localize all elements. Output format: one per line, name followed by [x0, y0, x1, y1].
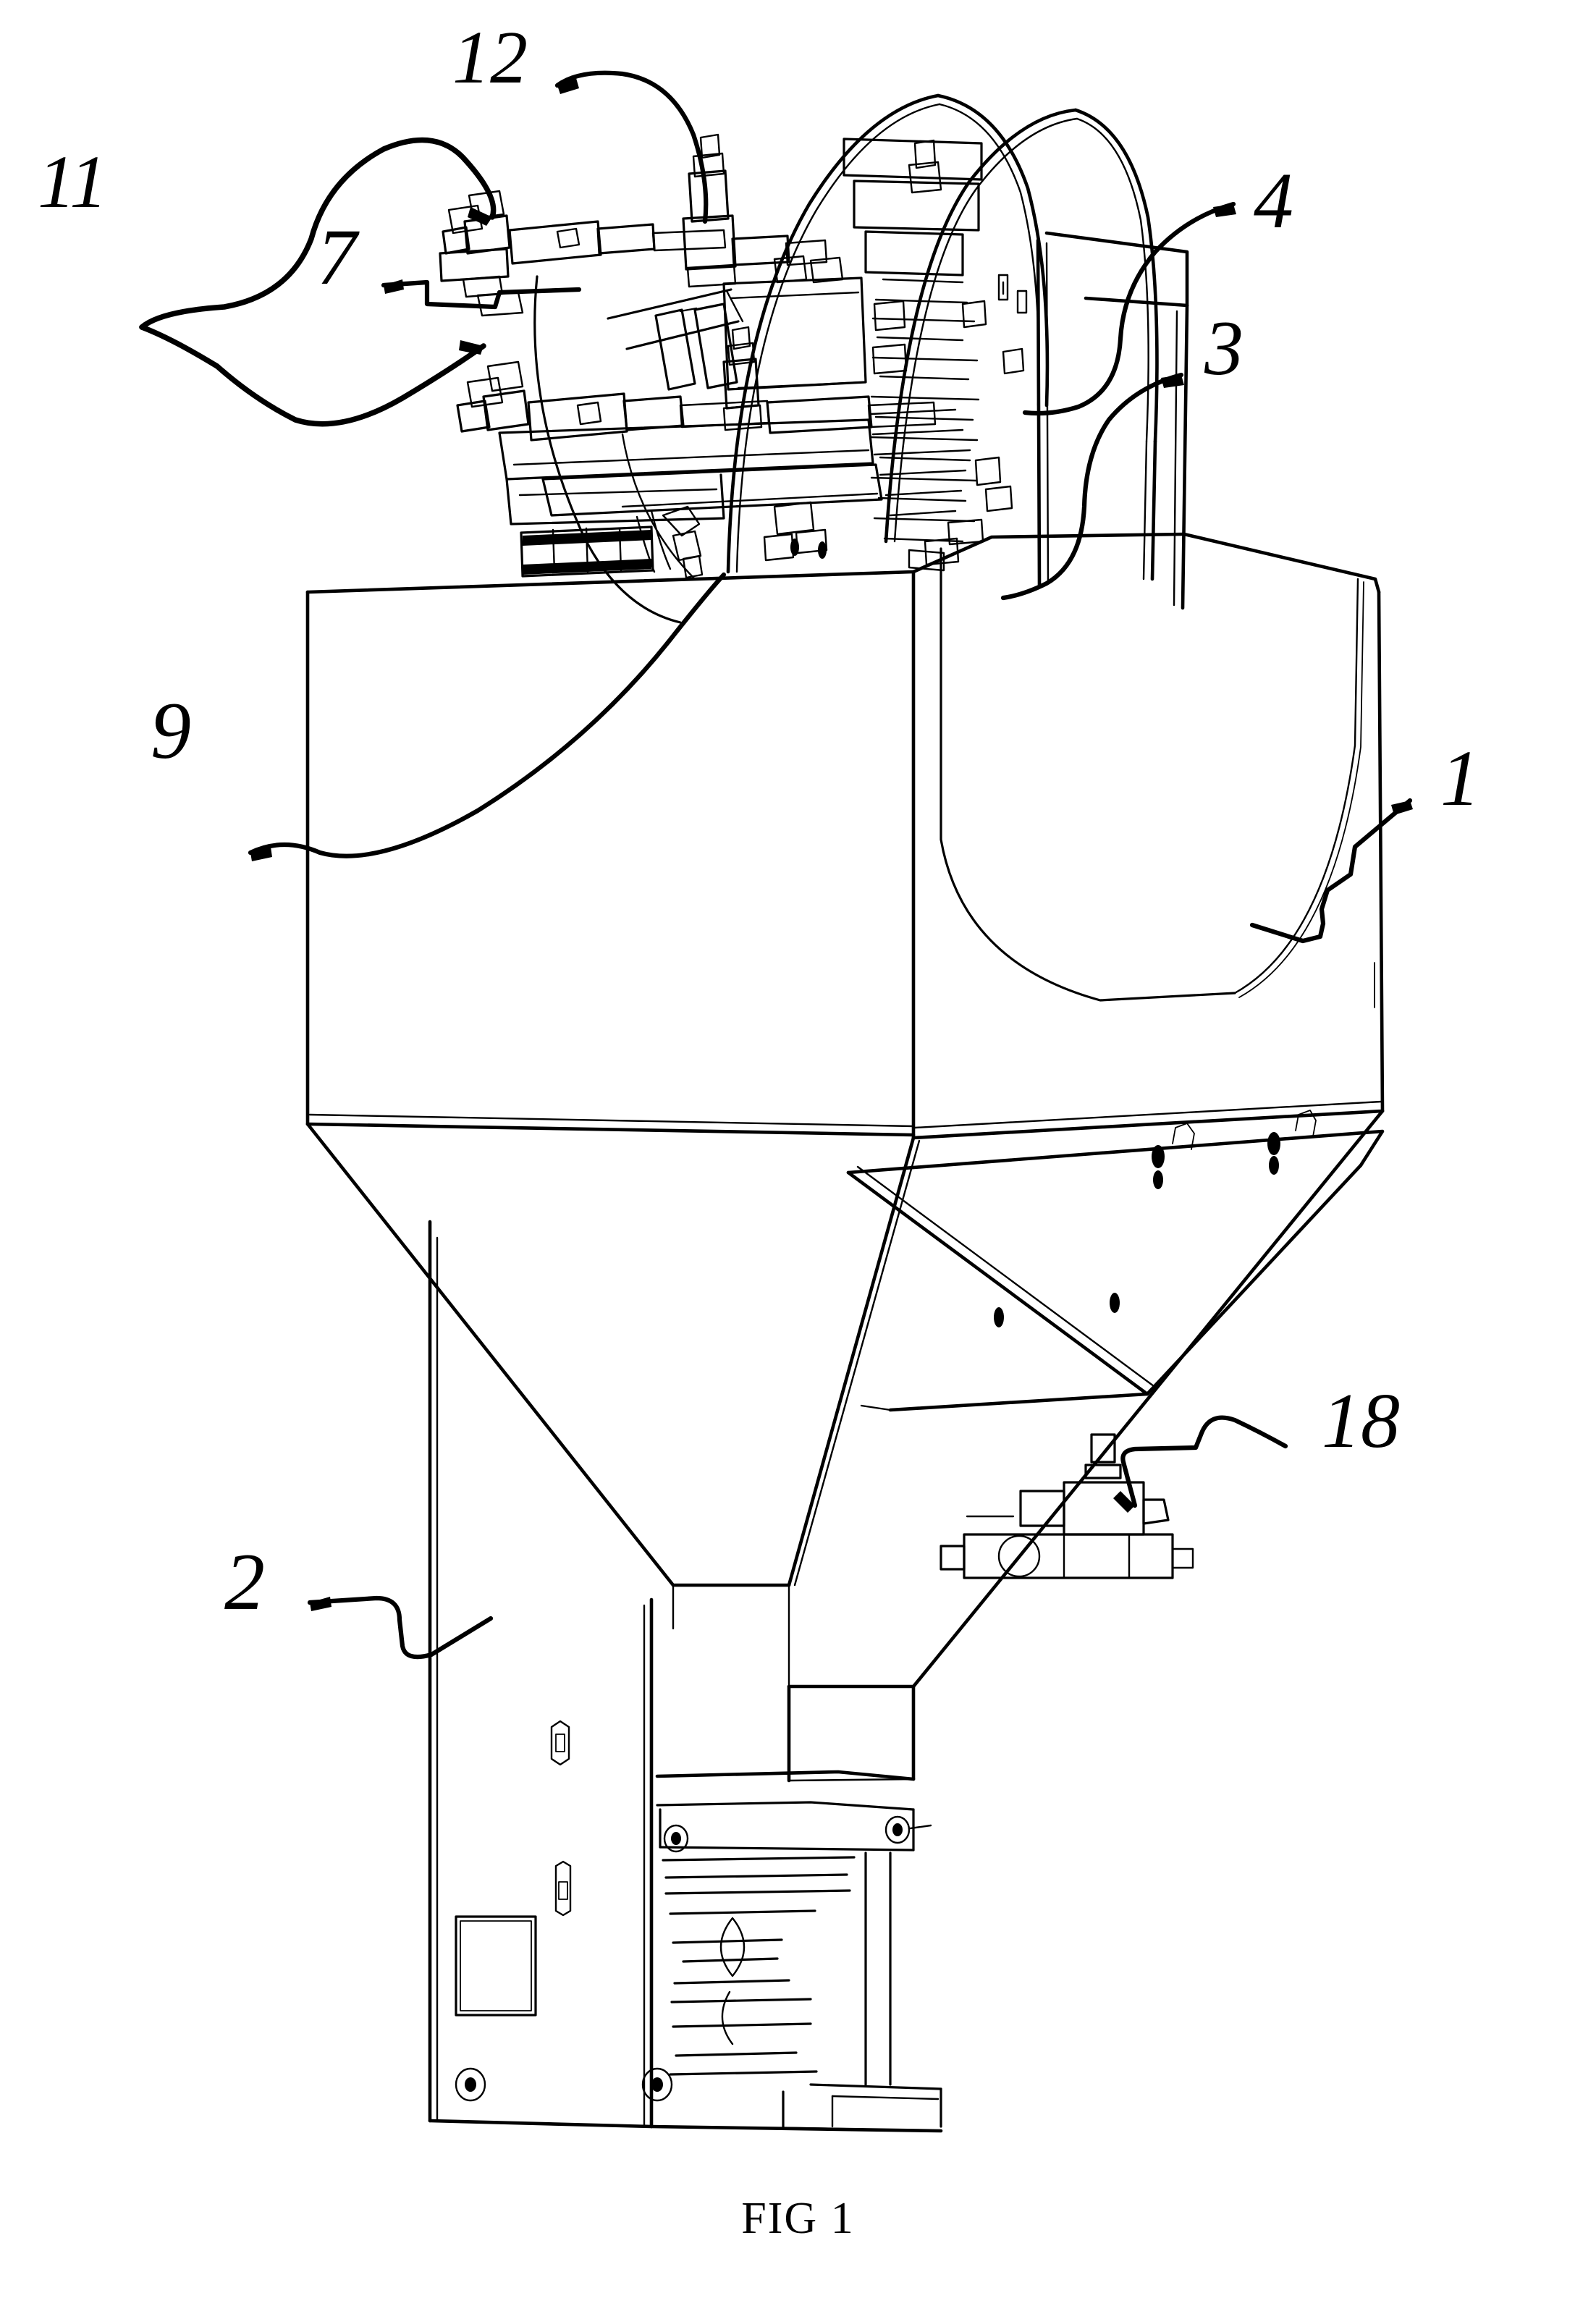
leader-line-1	[1249, 798, 1413, 944]
bottom-dosing-mechanism	[649, 1770, 943, 2133]
reference-numeral-1: 1	[1440, 734, 1480, 822]
reference-numeral-18: 18	[1322, 1378, 1400, 1464]
leader-line-4	[1022, 201, 1236, 416]
feed-head-frame	[726, 93, 1159, 581]
callout-balloon-11	[139, 137, 497, 427]
reference-numeral-2: 2	[224, 1537, 265, 1627]
upper-cylinder-valve-assembly	[439, 133, 1025, 624]
hopper-body-group	[305, 532, 1385, 1140]
reference-numeral-9: 9	[151, 686, 191, 776]
reference-numeral-7: 7	[317, 213, 357, 301]
leader-line-12	[554, 70, 709, 224]
leader-line-7	[381, 279, 582, 310]
figure-caption: FIG 1	[741, 2194, 855, 2243]
support-column-group	[428, 1220, 673, 2129]
reference-numeral-4: 4	[1254, 156, 1293, 245]
leader-line-18	[1113, 1415, 1288, 1513]
hopper-side-shelf	[846, 1110, 1385, 1412]
reference-numeral-12: 12	[452, 16, 528, 99]
leader-line-3	[1000, 372, 1184, 601]
reference-numeral-11: 11	[38, 140, 108, 224]
leader-line-2	[307, 1595, 494, 1660]
leader-line-9	[248, 572, 727, 861]
discharge-valve-assembly	[940, 1433, 1194, 1579]
reference-numeral-3: 3	[1204, 305, 1244, 392]
hopper-cone-group	[305, 1109, 1385, 1783]
